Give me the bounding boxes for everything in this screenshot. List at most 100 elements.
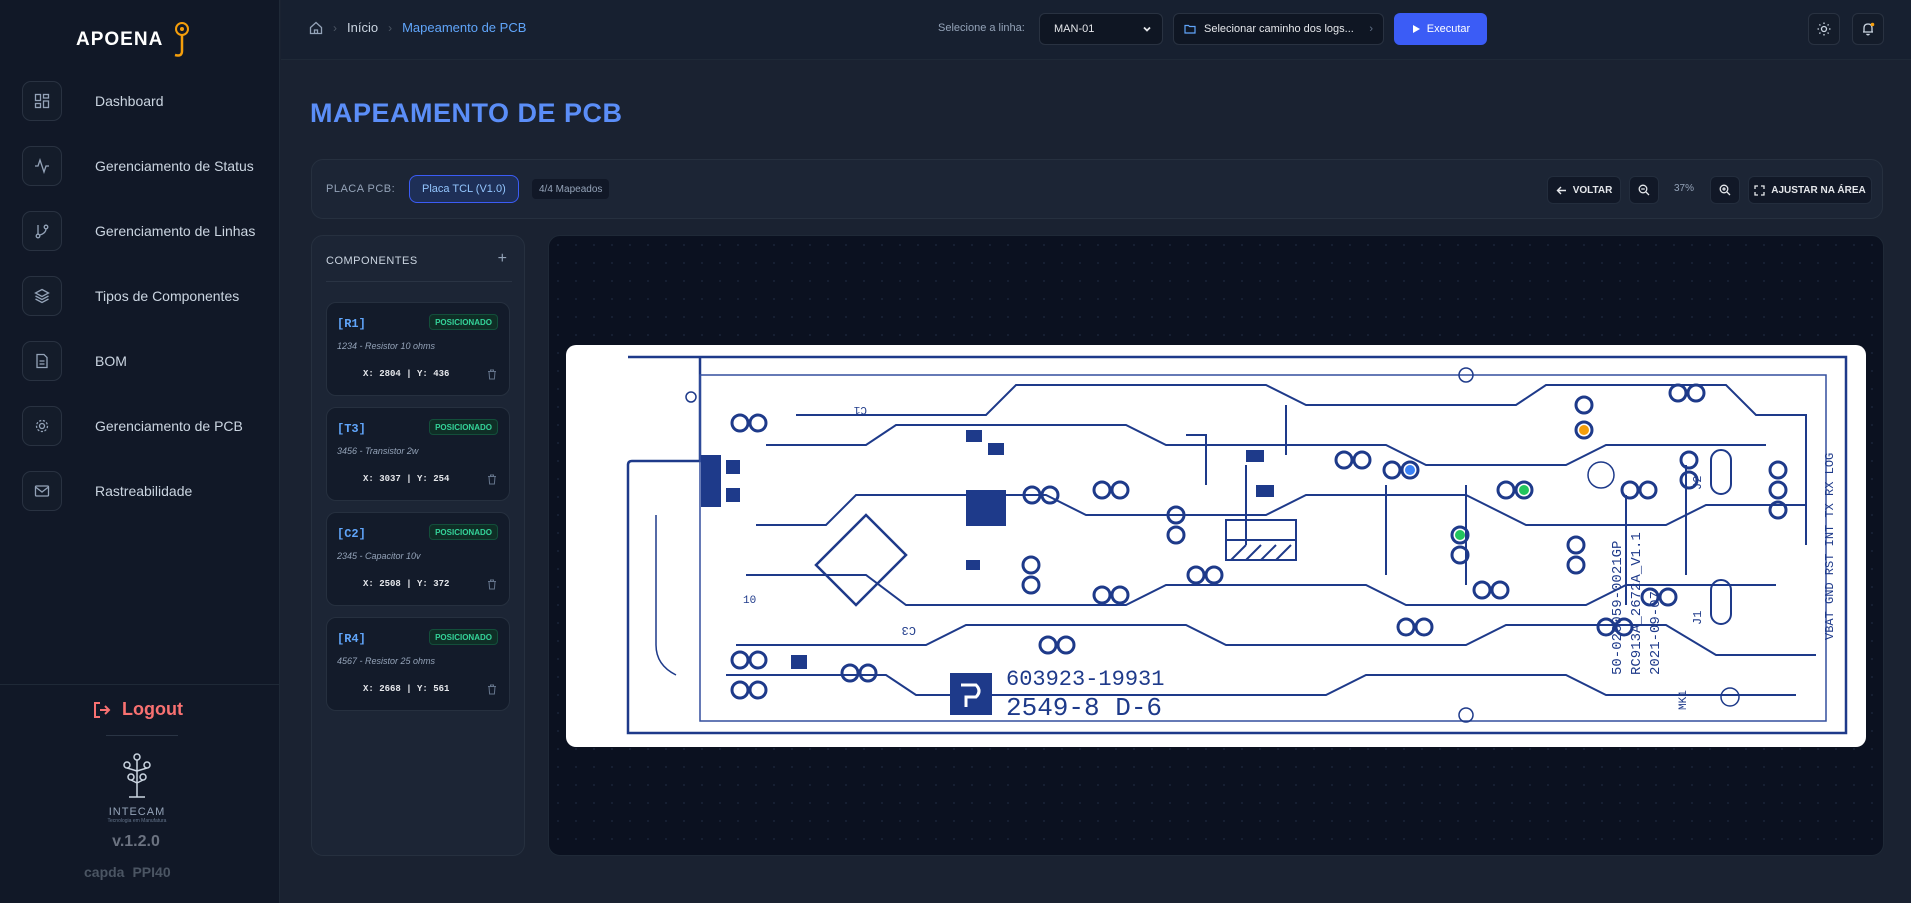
theme-toggle-button[interactable] — [1808, 13, 1840, 45]
chevron-down-icon — [1143, 26, 1151, 32]
board-label: MK1 — [1678, 690, 1690, 710]
line-select-value: MAN-01 — [1054, 23, 1095, 35]
grid-icon — [22, 80, 62, 121]
breadcrumb: › Início › Mapeamento de PCB — [309, 20, 526, 35]
zoom-in-button[interactable] — [1710, 176, 1740, 204]
component-card-c2[interactable]: [C2] POSICIONADO 2345 - Capacitor 10v X:… — [326, 512, 510, 606]
component-card-r4[interactable]: [R4] POSICIONADO 4567 - Resistor 25 ohms… — [326, 617, 510, 711]
sidebar-item-label: Dashboard — [95, 92, 164, 109]
component-tag: [R1] — [337, 317, 366, 331]
sidebar-item-rastreabilidade[interactable]: Rastreabilidade — [22, 470, 272, 511]
board-label: RC913A_2672A_V1.1 — [1629, 532, 1645, 675]
sidebar-item-label: Gerenciamento de PCB — [95, 417, 243, 434]
divider — [106, 735, 178, 736]
execute-label: Executar — [1426, 23, 1471, 35]
chevron-right-icon: › — [333, 20, 337, 35]
board-label: 2549-8 D-6 — [1006, 693, 1162, 723]
component-marker — [1519, 485, 1529, 495]
partner-capda: capda — [84, 864, 125, 880]
zoom-out-button[interactable] — [1629, 176, 1659, 204]
trash-icon[interactable] — [487, 369, 497, 380]
chevron-right-icon: › — [1369, 23, 1373, 35]
sidebar-item-label: Gerenciamento de Linhas — [95, 222, 256, 239]
board-label: C3 — [902, 623, 916, 637]
sidebar-item-label: Rastreabilidade — [95, 482, 193, 499]
sidebar-item-bom[interactable]: BOM — [22, 340, 272, 381]
trash-icon[interactable] — [487, 579, 497, 590]
sidebar-item-dashboard[interactable]: Dashboard — [22, 80, 272, 121]
mapped-count-badge: 4/4 Mapeados — [532, 179, 610, 199]
component-marker — [1455, 530, 1465, 540]
folder-icon — [1184, 24, 1196, 34]
intecam-logo: INTECAM Tecnologia em Manufatura — [104, 751, 170, 824]
partner-logos: capda PPI40 — [84, 864, 171, 880]
bell-icon — [1863, 22, 1875, 36]
component-tag: [C2] — [337, 527, 366, 541]
arrow-left-icon — [1556, 186, 1566, 194]
component-coordinates: X: 3037 | Y: 254 — [363, 474, 450, 484]
log-path-label: Selecionar caminho dos logs... — [1204, 23, 1354, 35]
components-panel: COMPONENTES + [R1] POSICIONADO 1234 - Re… — [311, 235, 525, 856]
line-select[interactable]: MAN-01 — [1039, 13, 1163, 45]
pcb-select-chip[interactable]: Placa TCL (V1.0) — [409, 175, 519, 203]
sidebar-item-label: BOM — [95, 352, 127, 369]
board-label: 2021-09-07 — [1648, 591, 1664, 675]
logout-button[interactable]: Logout — [92, 699, 183, 720]
component-coordinates: X: 2668 | Y: 561 — [363, 684, 450, 694]
pcb-board-drawing: 603923-19931 2549-8 D-6 50-026059-0021GP… — [626, 355, 1848, 735]
board-label: 603923-19931 — [1006, 667, 1164, 692]
org-subtitle: Tecnologia em Manufatura — [107, 818, 167, 824]
fit-area-button[interactable]: AJUSTAR NA ÁREA — [1748, 176, 1872, 204]
log-path-button[interactable]: Selecionar caminho dos logs... › — [1173, 13, 1384, 45]
notifications-button[interactable] — [1852, 13, 1884, 45]
pcb-viewer-canvas[interactable]: 603923-19931 2549-8 D-6 50-026059-0021GP… — [548, 235, 1884, 856]
sidebar-item-status[interactable]: Gerenciamento de Status — [22, 145, 272, 186]
org-name: INTECAM — [108, 806, 166, 818]
sidebar-item-linhas[interactable]: Gerenciamento de Linhas — [22, 210, 272, 251]
mail-icon — [22, 470, 62, 511]
pcb-board-image[interactable]: 603923-19931 2549-8 D-6 50-026059-0021GP… — [566, 345, 1866, 747]
component-description: 3456 - Transistor 2w — [337, 446, 419, 456]
pcb-label: PLACA PCB: — [326, 183, 396, 195]
layers-icon — [22, 275, 62, 316]
trash-icon[interactable] — [487, 474, 497, 485]
partner-ppi40: PPI40 — [132, 864, 171, 880]
pcb-toolbar: PLACA PCB: Placa TCL (V1.0) 4/4 Mapeados… — [311, 159, 1883, 219]
zoom-out-icon — [1638, 184, 1650, 196]
sun-icon — [1817, 22, 1831, 36]
component-coordinates: X: 2804 | Y: 436 — [363, 369, 450, 379]
apoena-logo[interactable]: APOENA — [76, 20, 195, 60]
git-branch-icon — [22, 210, 62, 251]
sidebar-item-pcb[interactable]: Gerenciamento de PCB — [22, 405, 272, 446]
status-badge: POSICIONADO — [429, 524, 498, 540]
board-label: J2 — [1691, 476, 1705, 490]
add-component-button[interactable]: + — [497, 250, 507, 267]
maximize-icon — [1754, 184, 1765, 196]
logo-text: APOENA — [76, 29, 164, 50]
component-description: 1234 - Resistor 10 ohms — [337, 341, 436, 351]
component-marker — [1579, 425, 1589, 435]
sidebar-item-label: Tipos de Componentes — [95, 287, 240, 304]
line-select-label: Selecione a linha: — [938, 22, 1025, 34]
sun-logo-icon — [174, 22, 190, 57]
activity-icon — [22, 145, 62, 186]
component-coordinates: X: 2508 | Y: 372 — [363, 579, 450, 589]
trash-icon[interactable] — [487, 684, 497, 695]
component-tag: [R4] — [337, 632, 366, 646]
status-badge: POSICIONADO — [429, 629, 498, 645]
back-button[interactable]: VOLTAR — [1547, 176, 1621, 204]
play-icon — [1412, 25, 1420, 33]
board-label: J1 — [1691, 611, 1705, 625]
component-card-r1[interactable]: [R1] POSICIONADO 1234 - Resistor 10 ohms… — [326, 302, 510, 396]
component-tag: [T3] — [337, 422, 366, 436]
sidebar-item-tipos[interactable]: Tipos de Componentes — [22, 275, 272, 316]
breadcrumb-inicio[interactable]: Início — [347, 20, 379, 35]
board-label: 50-026059-0021GP — [1610, 541, 1626, 675]
board-label: C1 — [853, 403, 867, 415]
status-badge: POSICIONADO — [429, 419, 498, 435]
sidebar: APOENA Dashboard Gerenciamento de Status… — [0, 0, 280, 903]
execute-button[interactable]: Executar — [1394, 13, 1487, 45]
home-icon[interactable] — [309, 21, 323, 35]
component-card-t3[interactable]: [T3] POSICIONADO 3456 - Transistor 2w X:… — [326, 407, 510, 501]
file-icon — [22, 340, 62, 381]
